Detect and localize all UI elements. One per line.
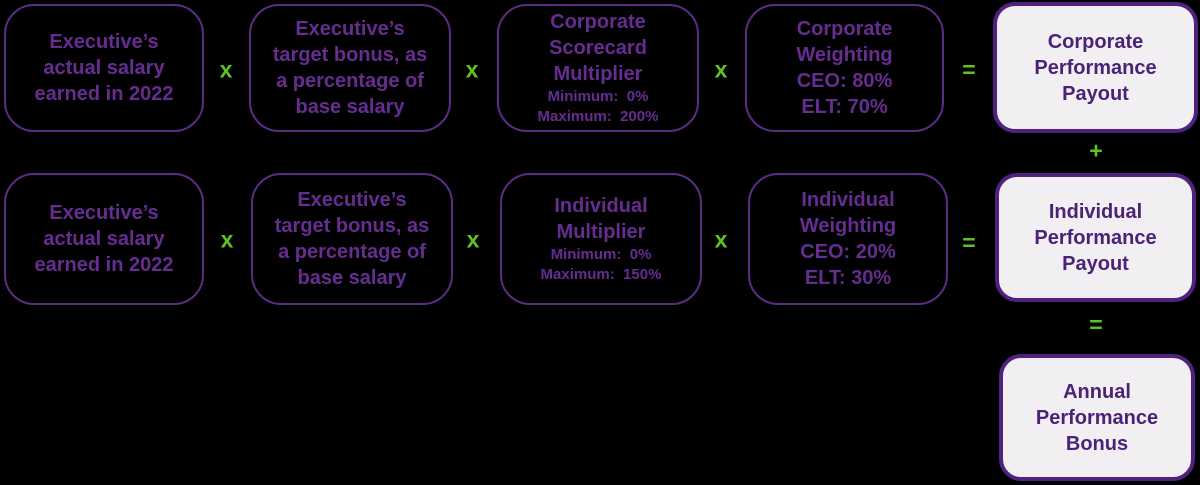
box-text: Executive’s target bonus, as a percentag…: [274, 189, 430, 289]
box-individual-weighting: Individual Weighting CEO: 20% ELT: 30%: [748, 173, 948, 305]
box-text: Individual Weighting CEO: 20% ELT: 30%: [799, 189, 897, 289]
box-text: Corporate Scorecard Multiplier: [549, 11, 647, 85]
box-subtext: Minimum: 0% Maximum: 200%: [537, 88, 659, 125]
box-corporate-scorecard-multiplier: Corporate Scorecard Multiplier Minimum: …: [497, 4, 699, 132]
box-individual-multiplier: Individual Multiplier Minimum: 0% Maximu…: [500, 173, 702, 305]
plus-operator: +: [1089, 137, 1103, 164]
multiply-operator-3-individual: x: [714, 226, 728, 253]
box-text: Individual Performance Payout: [1034, 200, 1157, 275]
box-text: Executive’s actual salary earned in 2022: [34, 202, 174, 276]
box-text: Corporate Weighting CEO: 80% ELT: 70%: [796, 18, 893, 118]
box-individual-performance-payout: Individual Performance Payout: [995, 173, 1196, 302]
box-subtext: Minimum: 0% Maximum: 150%: [540, 246, 662, 283]
box-text: Individual Multiplier: [554, 195, 648, 243]
equals-operator-individual: =: [962, 229, 976, 256]
box-corporate-performance-payout: Corporate Performance Payout: [993, 2, 1198, 133]
multiply-operator-2-corporate: x: [465, 56, 479, 83]
box-text: Executive’s target bonus, as a percentag…: [272, 18, 428, 118]
box-text: Executive’s actual salary earned in 2022: [34, 31, 174, 105]
box-corporate-weighting: Corporate Weighting CEO: 80% ELT: 70%: [745, 4, 944, 132]
box-actual-salary-individual: Executive’s actual salary earned in 2022: [4, 173, 204, 305]
equals-operator-final: =: [1089, 311, 1103, 338]
multiply-operator-1-corporate: x: [219, 56, 233, 83]
box-actual-salary-corporate: Executive’s actual salary earned in 2022: [4, 4, 204, 132]
box-target-bonus-corporate: Executive’s target bonus, as a percentag…: [249, 4, 451, 132]
multiply-operator-3-corporate: x: [714, 56, 728, 83]
box-target-bonus-individual: Executive’s target bonus, as a percentag…: [251, 173, 453, 305]
box-text: Corporate Performance Payout: [1034, 30, 1157, 105]
box-text: Annual Performance Bonus: [1035, 380, 1159, 455]
multiply-operator-2-individual: x: [466, 226, 480, 253]
box-annual-performance-bonus: Annual Performance Bonus: [999, 354, 1195, 481]
multiply-operator-1-individual: x: [220, 226, 234, 253]
equals-operator-corporate: =: [962, 56, 976, 83]
